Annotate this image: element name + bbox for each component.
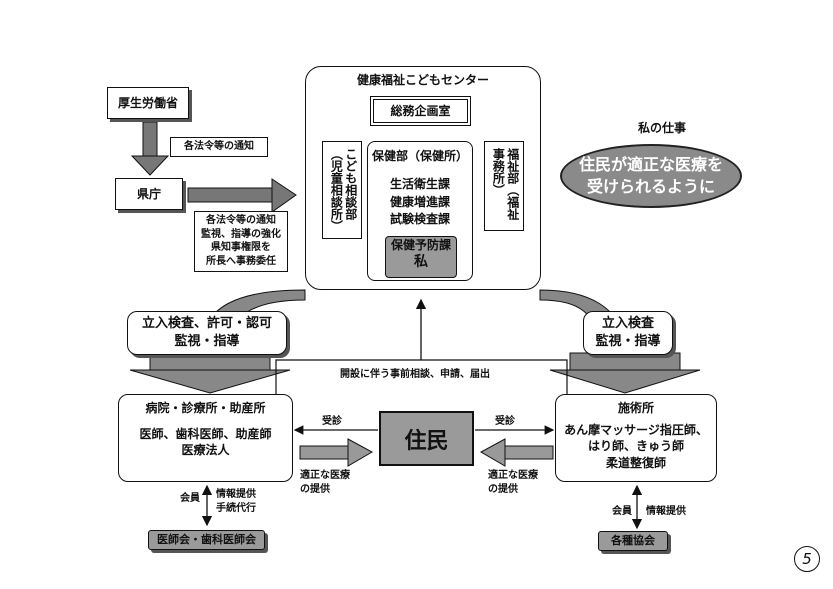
notice-box: 各法令等の通知 xyxy=(170,137,268,157)
center-title: 健康福祉こどもセンター xyxy=(356,73,489,87)
prevention-section-label: 保健予防課 xyxy=(390,238,451,252)
page-number: 5 xyxy=(794,546,820,572)
consult-right-label: 受診 xyxy=(495,416,515,427)
right-arrow-pref-center xyxy=(187,178,297,213)
hospital-body-line: 医師、歯科医師、助産師 xyxy=(139,427,272,442)
health-sections: 生活衛生課 健康増進課 試験検査課 xyxy=(368,176,472,228)
my-job-label: 私の仕事 xyxy=(638,121,687,135)
my-job-line: 受けられるように xyxy=(586,177,715,196)
care-arrow-right xyxy=(479,438,554,467)
pref-note: 所長へ事務委任 xyxy=(206,255,276,267)
prefecture-box: 県庁 xyxy=(115,178,183,210)
right-banner-line: 監視・指導 xyxy=(595,334,661,349)
residents-label: 住民 xyxy=(404,428,449,454)
health-dept-label: 保健部（保健所） xyxy=(371,149,468,163)
member-left-label: 会員 xyxy=(180,493,200,504)
mhlw-box: 厚生労働省 xyxy=(107,87,189,119)
prior-consult-bracket xyxy=(275,359,568,395)
practice-title: 施術所 xyxy=(617,401,654,415)
prior-consult-label: 開設に伴う事前相談、申請、届出 xyxy=(340,369,490,380)
pref-note: 県知事権限を xyxy=(211,242,271,253)
notice-label: 各法令等の通知 xyxy=(184,141,254,153)
health-section: 健康増進課 xyxy=(389,194,450,209)
medical-assoc-label: 医師会・歯科医師会 xyxy=(157,532,256,546)
practice-box: 施術所 あん摩マッサージ指圧師、 はり師、きゅう師 柔道整復師 xyxy=(555,394,717,482)
various-assoc-box: 各種協会 xyxy=(598,531,668,551)
pref-notes-box: 各法令等の通知 監視、指導の強化 県知事権限を 所長へ事務委任 xyxy=(194,211,288,272)
hospital-box: 病院・診療所・助産所 医師、歯科医師、助産師 医療法人 xyxy=(118,394,293,482)
prevention-section-box: 保健予防課 私 xyxy=(385,236,457,278)
left-banner-line: 監視・指導 xyxy=(174,334,240,349)
my-job-line: 住民が適正な医療を xyxy=(578,155,723,175)
down-arrow-mhlw-pref xyxy=(130,121,170,176)
welfare-office-label: 福祉部（福祉事務所） xyxy=(491,148,520,220)
pref-note: 監視、指導の強化 xyxy=(201,228,281,240)
child-consult-label: こども相談部（児童相談所） xyxy=(329,148,358,232)
left-banner-box: 立入検査、許可・認可 監視・指導 xyxy=(127,311,287,355)
general-planning-box: 総務企画室 xyxy=(370,96,471,126)
various-assoc-label: 各種協会 xyxy=(611,533,655,547)
child-consult-box: こども相談部（児童相談所） xyxy=(322,141,362,239)
care-right-label: 適正な医療 の提供 xyxy=(488,469,538,496)
info-left-line: 手続代行 xyxy=(216,502,256,514)
care-left-line: の提供 xyxy=(300,483,330,495)
practice-body-line: あん摩マッサージ指圧師、 xyxy=(564,423,708,438)
care-left-line: 適正な医療 xyxy=(300,470,350,481)
left-banner-line: 立入検査、許可・認可 xyxy=(141,316,272,332)
care-right-line: 適正な医療 xyxy=(488,470,538,481)
info-left-line: 情報提供 xyxy=(216,489,256,500)
medical-assoc-box: 医師会・歯科医師会 xyxy=(148,530,265,550)
info-right-label: 情報提供 xyxy=(646,506,686,517)
prefecture-label: 県庁 xyxy=(136,186,161,201)
member-right-label: 会員 xyxy=(612,506,632,517)
my-job-ellipse: 住民が適正な医療を 受けられるように xyxy=(560,144,742,208)
health-section: 生活衛生課 xyxy=(389,177,450,192)
hospital-body-line: 医療法人 xyxy=(181,443,230,458)
general-planning-label: 総務企画室 xyxy=(390,103,451,118)
health-section: 試験検査課 xyxy=(389,211,450,226)
consult-left-label: 受診 xyxy=(322,416,342,427)
health-dept-box: 保健部（保健所） 生活衛生課 健康増進課 試験検査課 保健予防課 私 xyxy=(367,141,473,281)
care-left-label: 適正な医療 の提供 xyxy=(300,469,350,496)
right-banner-box: 立入検査 監視・指導 xyxy=(583,311,673,355)
pref-note: 各法令等の通知 xyxy=(206,215,276,226)
welfare-office-box: 福祉部（福祉事務所） xyxy=(484,141,524,231)
mhlw-label: 厚生労働省 xyxy=(117,95,178,110)
care-right-line: の提供 xyxy=(488,483,518,495)
page-number-label: 5 xyxy=(802,550,812,568)
practice-body-line: 柔道整復師 xyxy=(605,455,666,470)
info-left: 情報提供 手続代行 xyxy=(216,488,256,515)
residents-box: 住民 xyxy=(379,411,474,466)
me-label: 私 xyxy=(414,254,428,271)
practice-body-line: はり師、きゅう師 xyxy=(587,439,684,454)
right-banner-line: 立入検査 xyxy=(601,316,654,332)
care-arrow-left xyxy=(299,438,374,467)
hospital-title: 病院・診療所・助産所 xyxy=(145,401,266,415)
